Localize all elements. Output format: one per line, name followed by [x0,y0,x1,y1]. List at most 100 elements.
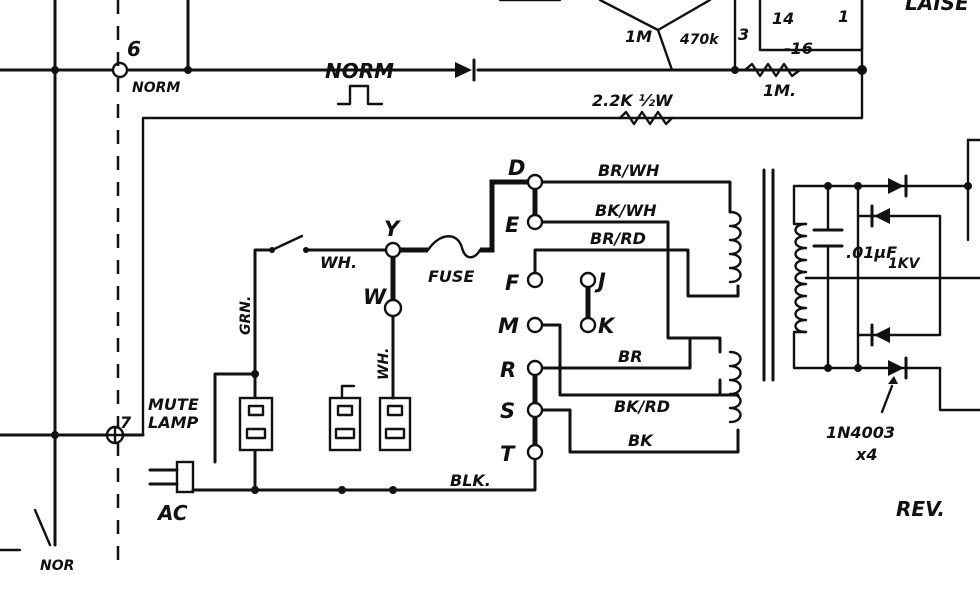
output-negative-wire [938,366,980,412]
ac-label: AC [156,501,188,525]
stub-wire [539,366,550,412]
transformer-primary-lower-coil-icon [728,350,742,424]
resistor-1m-right-label: 1M. [763,81,796,100]
junction-dot [389,486,397,494]
terminal-w [383,298,403,318]
junction-dot [824,182,832,190]
mute-lamp-label-1: MUTE [148,395,199,414]
power-switch-blade-icon [270,234,304,252]
terminal-m [526,316,544,334]
junction-dot [964,182,972,190]
bk-wire-label: BK [628,431,654,450]
terminal-6-label: 6 [127,37,141,61]
wh-vertical-label: WH. [376,348,392,380]
terminal-d [526,173,544,191]
bk-wh-wire-label: BK/WH [595,201,657,220]
br-rd-wire-label: BR/RD [590,229,646,248]
pin-s-label: S [500,399,515,423]
wh-switch-label: WH. [320,253,357,272]
diode-pointer-arrow [880,384,894,414]
ic-pin-16-label: -16 [784,39,813,58]
terminal-j [579,271,597,289]
pin-e-label: E [505,213,520,237]
bk-wire [539,408,740,454]
outlet-1 [238,396,274,452]
diode-4-icon [888,360,904,376]
nor-bottom-label: NOR [40,558,74,574]
br-rd-wire [533,248,740,298]
rectifier-top-wire [792,184,970,226]
capacitor-rating-label: 1KV [888,256,921,272]
mute-lamp-label-2: LAMP [148,413,199,432]
fuse-to-d-wire [480,179,535,253]
norm-small-label: NORM [132,80,180,96]
resistor-1m-top-label: 1M [625,27,652,46]
br-wire-label: BR [618,347,643,366]
resistor-2-2k-icon [618,110,674,126]
arrowhead-icon [888,376,898,384]
pulse-waveform-icon [336,84,384,106]
terminal-f [526,271,544,289]
terminal-s [526,401,544,419]
blk-wire-label: BLK. [450,471,491,490]
norm-line-label: NORM [325,59,394,83]
terminal-k [579,316,597,334]
m-wire [539,323,722,397]
pin-f-label: F [505,271,520,295]
bias-network-wire [656,28,674,72]
bias-network-wire [598,0,712,32]
br-wh-wire [539,180,732,214]
fuse-icon [426,235,482,259]
ic-pin-1-label: 1 [838,7,849,26]
revision-label: REV. [896,497,945,521]
terminal-7-label: 7 [120,413,132,432]
pin-t-label: T [500,442,516,466]
pin-y-label: Y [384,217,401,241]
ic-pin-14-label: 14 [772,9,794,28]
bk-rd-wire-label: BK/RD [614,397,670,416]
nor-switch-blade-icon [33,508,52,547]
br-wire [539,336,692,370]
transformer-secondary-coil-icon [794,222,808,334]
diode-1-icon [888,178,904,194]
ac-plug-icon [175,460,195,494]
outlet-3 [378,396,412,452]
capacitor-value-label: .01μF [846,243,897,262]
ic-pin-3-label: 3 [738,25,749,44]
rectifier-right-wire [856,214,942,337]
diode-type-label: 1N4003 [826,423,895,442]
pin-r-label: R [500,358,516,382]
junction-dot [854,182,862,190]
terminal-r [526,359,544,377]
blk-bus-wire [191,450,537,492]
br-wh-wire-label: BR/WH [598,161,660,180]
grn-wire [253,248,274,492]
pin-m-label: M [498,314,519,338]
bk-wh-wire [539,220,722,354]
junction-dot [338,486,346,494]
fuse-label: FUSE [428,267,474,286]
terminal-6 [111,61,129,79]
pin-k-label: K [598,314,616,338]
bus-diode-icon [455,62,472,78]
terminal-y [384,241,402,259]
resistor-2-2k-label: 2.2K ½W [592,91,674,110]
terminal-t [526,443,544,461]
junction-dot [854,364,862,372]
junction-dot [251,370,259,378]
diode-2-icon [874,208,890,224]
grn-wire-label: GRN. [238,296,254,335]
rectifier-bottom-wire [792,330,942,370]
ground-wire [213,372,257,464]
pin-d-label: D [508,156,525,180]
junction-dot [51,431,59,439]
top-right-text: LAISE [905,0,969,15]
outlet-2 [328,384,362,452]
resistor-470k-label: 470k [679,32,720,48]
junction-dot [824,364,832,372]
return-loop-wire [141,0,864,437]
pin-w-label: W [363,285,387,309]
terminal-e [526,213,544,231]
diode-count-label: x4 [855,445,877,464]
